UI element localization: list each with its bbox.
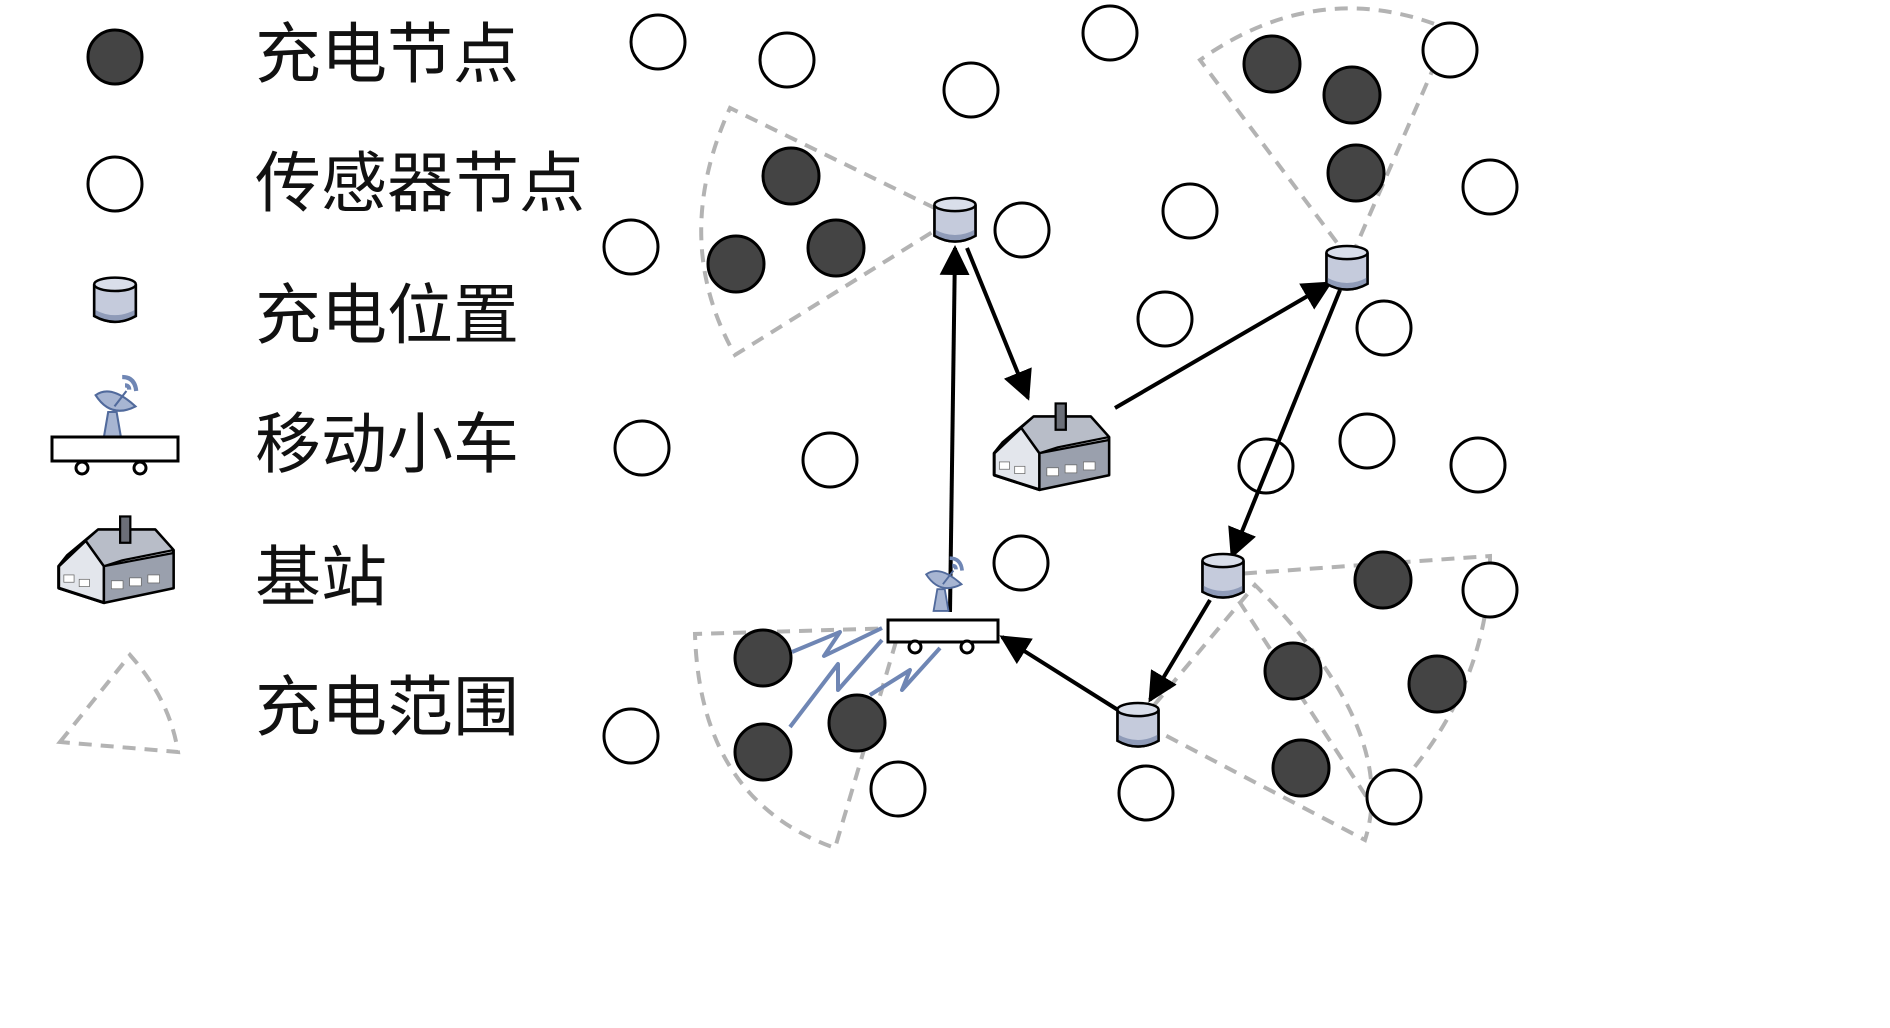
sensor-node — [1421, 21, 1479, 79]
legend-label-mobile-vehicle: 移动小车 — [255, 406, 519, 483]
path-arrow — [965, 247, 1032, 401]
sensor-node — [993, 201, 1051, 259]
legend-label-charging-position: 充电位置 — [255, 277, 519, 354]
lightning-bolt-icon — [868, 646, 942, 697]
sensor-node — [1365, 768, 1423, 826]
lightning-bolt-icon — [791, 626, 883, 658]
charging-node — [1242, 34, 1302, 94]
legend — [50, 28, 181, 755]
charging-node — [733, 628, 793, 688]
sensor-node — [942, 61, 1000, 119]
lightning-bolt-icon — [788, 638, 884, 729]
charging-node — [1271, 738, 1331, 798]
sensor-node — [1117, 764, 1175, 822]
sensor-node — [869, 760, 927, 818]
charging-node — [1326, 143, 1386, 203]
sensor-node — [1237, 437, 1295, 495]
charging-position-icon — [1201, 552, 1245, 599]
charging-node — [761, 146, 821, 206]
sensor-node — [1338, 412, 1396, 470]
legend-mobile-vehicle-icon — [50, 377, 180, 476]
path-arrow — [1148, 598, 1212, 703]
sensor-node — [1161, 182, 1219, 240]
base-station-icon — [992, 402, 1111, 492]
sensor-nodes — [602, 4, 1519, 826]
legend-label-sensor-node: 传感器节点 — [255, 145, 585, 222]
legend-label-charging-range: 充电范围 — [255, 669, 519, 746]
sensor-node — [602, 218, 660, 276]
path-arrow — [939, 245, 970, 613]
sensor-node — [1081, 4, 1139, 62]
path-arrow — [999, 635, 1120, 712]
sensor-node — [1449, 436, 1507, 494]
legend-label-base-station: 基站 — [255, 539, 387, 616]
sensor-node — [629, 13, 687, 71]
charging-position-icon — [933, 196, 977, 243]
charging-range-top-right — [1197, 6, 1453, 264]
charging-range-bottom-right-b — [1136, 582, 1374, 843]
sensor-node — [1136, 290, 1194, 348]
charging-node — [1322, 65, 1382, 125]
legend-charging-range-icon — [56, 651, 181, 755]
sensor-node — [1461, 158, 1519, 216]
charging-node — [706, 234, 766, 294]
sensor-node — [992, 534, 1050, 592]
legend-base-station-icon — [57, 515, 176, 605]
charging-node — [827, 693, 887, 753]
path-arrow — [1113, 281, 1333, 410]
charging-node — [1263, 641, 1323, 701]
charging-position-icon — [1116, 701, 1160, 748]
legend-charging-position-icon — [92, 276, 138, 324]
charging-node — [733, 722, 793, 782]
charging-node — [1353, 550, 1413, 610]
wireless-charging-bolts — [788, 626, 942, 729]
sensor-node — [613, 419, 671, 477]
sensor-node — [1461, 561, 1519, 619]
sensor-node — [801, 431, 859, 489]
legend-label-charging-node: 充电节点 — [255, 16, 519, 93]
mobile-vehicle — [886, 558, 1000, 655]
legend-sensor-node-icon — [86, 155, 144, 213]
charging-nodes — [706, 34, 1467, 798]
path-arrow — [1228, 289, 1342, 559]
vehicle-path — [939, 245, 1342, 712]
sensor-node — [602, 707, 660, 765]
charging-position-icon — [1325, 244, 1369, 291]
legend-charging-node-icon — [86, 28, 144, 86]
charging-node — [806, 218, 866, 278]
charging-range-top-left — [699, 105, 960, 358]
sensor-node — [758, 31, 816, 89]
charging-node — [1407, 654, 1467, 714]
sensor-node — [1355, 299, 1413, 357]
